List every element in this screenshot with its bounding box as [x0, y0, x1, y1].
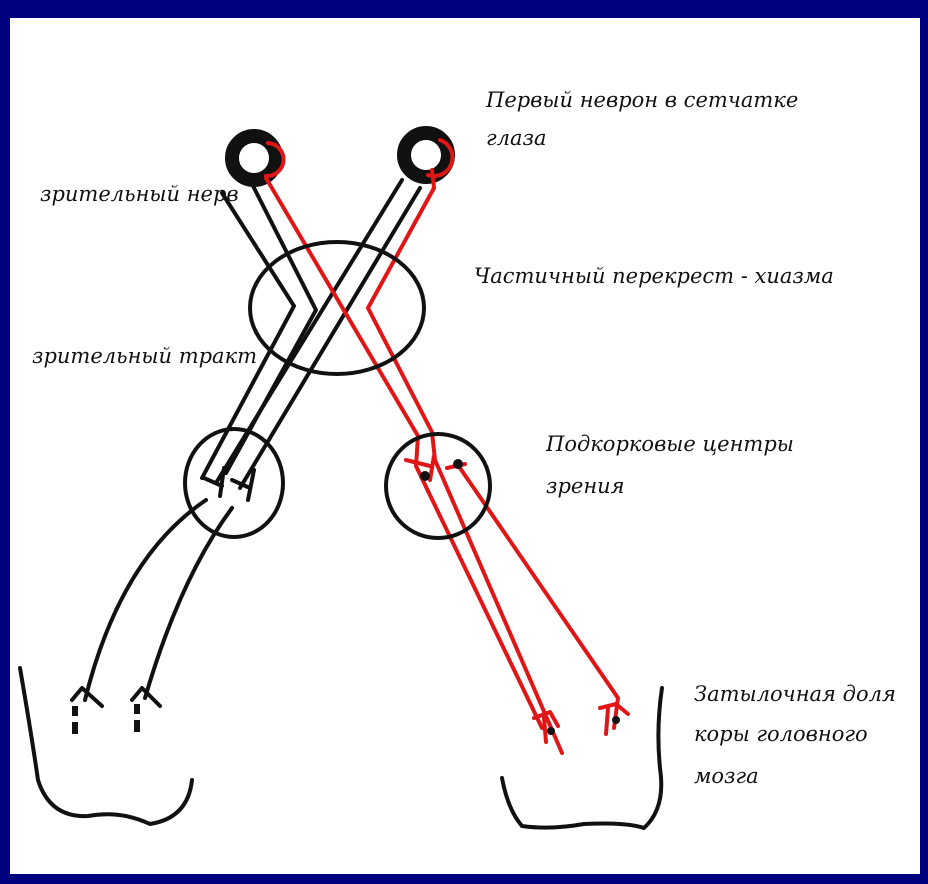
- right-eye: [397, 126, 455, 190]
- first-neuron-label-line2: глаза: [486, 126, 547, 150]
- neuron-dots: [72, 704, 620, 735]
- synapse-marks: [202, 454, 467, 502]
- occipital-lobe-left: [18, 666, 194, 826]
- subcortical-center-right: [384, 432, 492, 540]
- occipital-label-line3: мозга: [694, 764, 759, 788]
- subcortical-label-line2: зрения: [546, 474, 625, 498]
- diagram-slide: Первый неврон в сетчатке глаза зрительны…: [10, 18, 920, 874]
- left-eye: [225, 129, 286, 187]
- occipital-label-line2: коры головного: [694, 722, 868, 746]
- occipital-lobe-right: [500, 686, 664, 830]
- first-neuron-label-line1: Первый неврон в сетчатке: [486, 88, 799, 112]
- subcortical-center-left: [183, 427, 285, 539]
- optic-nerve-label: зрительный нерв: [40, 182, 239, 206]
- occipital-label-line1: Затылочная доля: [694, 682, 896, 706]
- visual-pathway-diagram: [18, 126, 664, 830]
- black-radiation: [70, 498, 234, 708]
- black-pathway-right-eye: [214, 178, 422, 490]
- chiasm-ellipse: [248, 240, 426, 376]
- optic-tract-label: зрительный тракт: [32, 344, 258, 368]
- subcortical-label-line1: Подкорковые центры: [546, 432, 794, 456]
- chiasm-label: Частичный перекрест - хиазма: [474, 264, 834, 288]
- red-cortex-endings: [532, 702, 630, 744]
